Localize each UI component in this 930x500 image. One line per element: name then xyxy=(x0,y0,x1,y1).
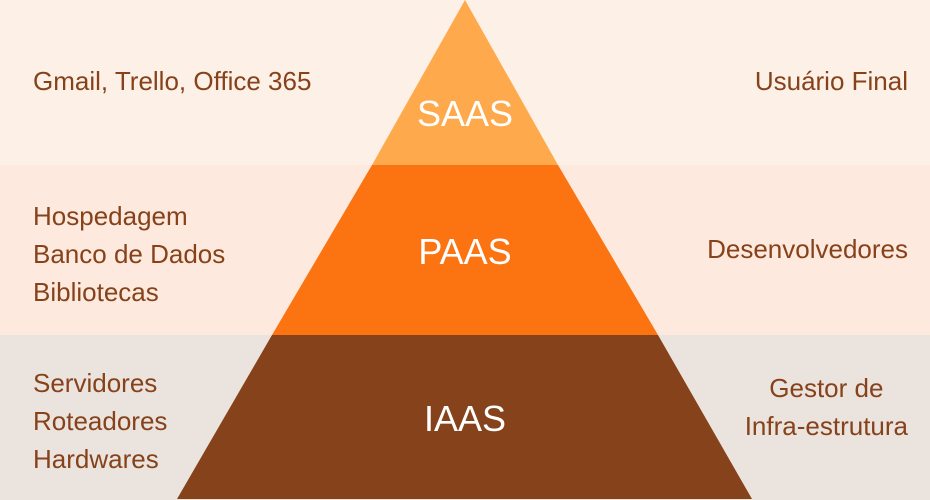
tier-label-saas: SAAS xyxy=(416,93,514,134)
saas-examples: Gmail, Trello, Office 365 xyxy=(33,62,311,100)
paas-example-item: Bibliotecas xyxy=(33,277,159,307)
iaas-example-item: Servidores xyxy=(33,368,158,398)
saas-audience: Usuário Final xyxy=(755,62,908,100)
paas-example-item: Banco de Dados xyxy=(33,239,226,269)
iaas-audience-line: Gestor de xyxy=(769,373,884,403)
paas-examples: Hospedagem Banco de Dados Bibliotecas xyxy=(33,197,225,311)
tier-label-paas: PAAS xyxy=(418,231,512,272)
paas-example-item: Hospedagem xyxy=(33,201,188,231)
saas-example-item: Gmail, Trello, Office 365 xyxy=(33,66,312,96)
iaas-examples: Servidores Roteadores Hardwares xyxy=(33,364,167,478)
iaas-audience-line: Infra-estrutura xyxy=(744,411,908,441)
saas-audience-line: Usuário Final xyxy=(754,66,908,96)
iaas-audience: Gestor de Infra-estrutura xyxy=(745,369,908,445)
iaas-example-item: Roteadores xyxy=(33,406,168,436)
paas-audience-line: Desenvolvedores xyxy=(707,234,908,264)
pyramid-tier-iaas xyxy=(177,335,752,499)
pyramid-tier-paas xyxy=(272,165,658,335)
iaas-example-item: Hardwares xyxy=(33,444,159,474)
tier-label-iaas: IAAS xyxy=(423,398,507,439)
pyramid-tier-saas xyxy=(372,0,558,165)
paas-audience: Desenvolvedores xyxy=(707,230,908,268)
